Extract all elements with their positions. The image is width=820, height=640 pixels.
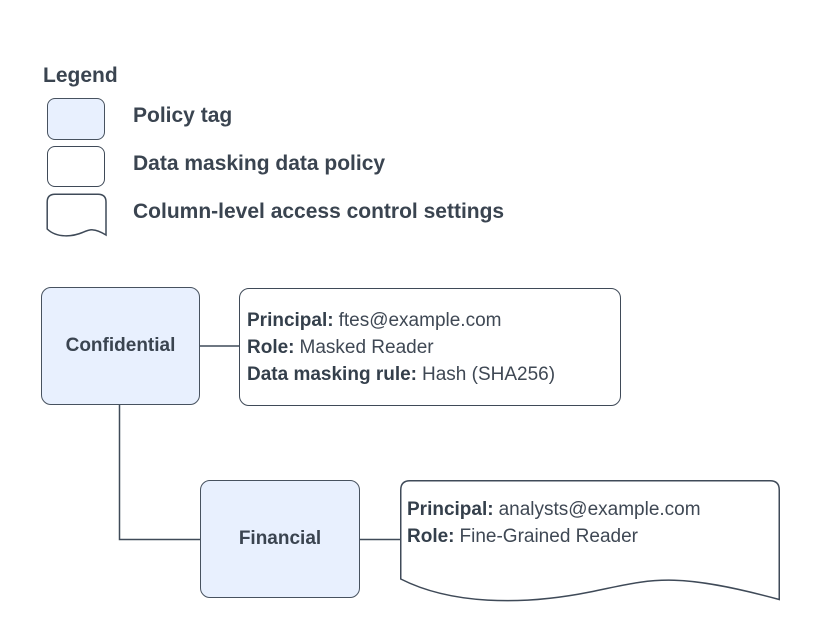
legend-label-policy-tag: Policy tag bbox=[133, 104, 233, 127]
legend-label-column-access-settings: Column-level access control settings bbox=[133, 200, 505, 223]
policy-field-masking-rule-value: Hash (SHA256) bbox=[422, 363, 556, 385]
legend-title: Legend bbox=[43, 64, 118, 87]
policy-tag-financial-label: Financial bbox=[238, 528, 322, 549]
column-access-settings-text: Principal:analysts@example.com Role:Fine… bbox=[407, 496, 701, 550]
policy-field-role-label: Role: bbox=[247, 336, 295, 358]
settings-field-role: Role:Fine-Grained Reader bbox=[407, 523, 701, 550]
legend-label-data-masking-policy: Data masking data policy bbox=[133, 152, 386, 175]
settings-field-principal-label: Principal: bbox=[407, 499, 494, 520]
legend-swatch-column-access-settings bbox=[46, 193, 107, 237]
connector-confidential-to-financial bbox=[118, 405, 200, 541]
policy-field-principal-value: ftes@example.com bbox=[338, 309, 502, 331]
legend-swatch-data-masking-policy bbox=[47, 146, 105, 187]
policy-field-role-value: Masked Reader bbox=[299, 336, 434, 358]
settings-field-role-label: Role: bbox=[407, 526, 455, 547]
data-masking-policy-box: Principal:ftes@example.com Role:Masked R… bbox=[239, 288, 621, 406]
settings-field-role-value: Fine-Grained Reader bbox=[459, 526, 638, 547]
settings-field-principal-value: analysts@example.com bbox=[498, 499, 701, 520]
policy-field-role: Role:Masked Reader bbox=[247, 334, 620, 361]
policy-field-principal-label: Principal: bbox=[247, 309, 334, 331]
policy-tag-confidential: Confidential bbox=[41, 287, 200, 405]
column-access-settings-doc-shape bbox=[400, 480, 780, 602]
policy-field-principal: Principal:ftes@example.com bbox=[247, 307, 620, 334]
document-shape-icon bbox=[46, 193, 107, 237]
policy-tag-financial: Financial bbox=[200, 480, 360, 598]
legend-swatch-policy-tag bbox=[47, 98, 105, 140]
policy-field-masking-rule-label: Data masking rule: bbox=[247, 363, 417, 385]
policy-field-masking-rule: Data masking rule:Hash (SHA256) bbox=[247, 361, 620, 388]
settings-field-principal: Principal:analysts@example.com bbox=[407, 496, 701, 523]
policy-tag-confidential-label: Confidential bbox=[65, 335, 176, 356]
